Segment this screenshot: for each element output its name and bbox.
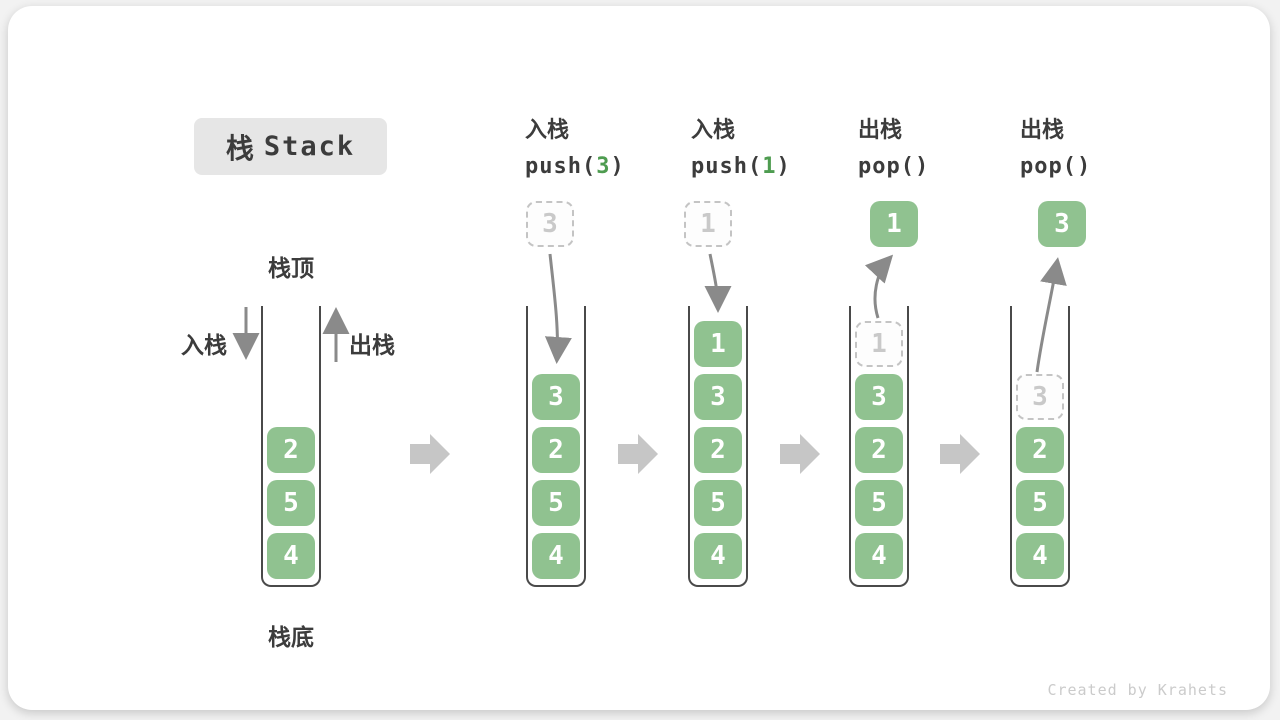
push-in-label: 入栈: [181, 333, 227, 359]
stack-cell: 2: [855, 427, 903, 473]
pop-result-box: 3: [1038, 201, 1086, 247]
stack-cell: 2: [267, 427, 315, 473]
stack-cell: 5: [1016, 480, 1064, 526]
stage-arrow-icon: [618, 434, 658, 474]
push1-arrow-icon: [704, 253, 732, 313]
stack-after-push1: 1 3 2 5 4: [688, 306, 748, 587]
stack-cell: 2: [694, 427, 742, 473]
stack-after-push3: 3 2 5 4: [526, 306, 586, 587]
op-name-cjk: 入栈: [691, 118, 736, 143]
stack-initial: 2 5 4: [261, 306, 321, 587]
stack-cell-ghost: 3: [1016, 374, 1064, 420]
stack-cell: 5: [532, 480, 580, 526]
op-code-pre: pop(: [1020, 154, 1077, 179]
stage-pop3-header: 出栈 pop(): [1020, 112, 1091, 179]
op-code: pop(): [1020, 154, 1091, 179]
diagram-card: 栈 Stack 栈顶 栈底 入栈 出栈 入栈 push(3) 入栈 push(1…: [8, 6, 1270, 710]
stage-push1-header: 入栈 push(1): [691, 112, 791, 179]
stack-cell: 3: [694, 374, 742, 420]
op-code: push(3): [525, 154, 625, 179]
op-code-pre: push(: [691, 154, 763, 179]
diagram-title: 栈 Stack: [194, 118, 387, 175]
stack-cell: 5: [267, 480, 315, 526]
op-code-pre: push(: [525, 154, 597, 179]
stack-cell: 1: [694, 321, 742, 367]
op-name-cjk: 入栈: [525, 118, 570, 143]
watermark: Created by Krahets: [1047, 681, 1228, 699]
stage-arrow-icon: [940, 434, 980, 474]
op-code-pre: pop(: [858, 154, 915, 179]
push-source-box: 1: [684, 201, 732, 247]
push-source-box: 3: [526, 201, 574, 247]
op-code-arg: 1: [762, 154, 777, 179]
stack-cell: 4: [267, 533, 315, 579]
op-code-post: ): [610, 154, 625, 179]
stack-cell: 2: [532, 427, 580, 473]
op-code: push(1): [691, 154, 791, 179]
op-name-cjk: 出栈: [858, 118, 903, 143]
op-code-arg: 3: [596, 154, 611, 179]
op-code: pop(): [858, 154, 929, 179]
op-code-post: ): [914, 154, 930, 179]
stack-cell: 5: [855, 480, 903, 526]
stack-after-pop3: 3 2 5 4: [1010, 306, 1070, 587]
stack-cell: 2: [1016, 427, 1064, 473]
stack-cell: 3: [532, 374, 580, 420]
stack-cell: 4: [532, 533, 580, 579]
pop-out-label: 出栈: [349, 333, 395, 359]
stack-bottom-label: 栈底: [268, 625, 314, 651]
stage-arrow-icon: [780, 434, 820, 474]
op-code-post: ): [1076, 154, 1092, 179]
op-name-cjk: 出栈: [1020, 118, 1065, 143]
op-code-post: ): [776, 154, 791, 179]
stack-after-pop1: 1 3 2 5 4: [849, 306, 909, 587]
stack-cell: 4: [855, 533, 903, 579]
diagram-title-cjk: 栈: [225, 131, 254, 165]
stack-cell: 3: [855, 374, 903, 420]
stack-cell: 4: [1016, 533, 1064, 579]
stack-cell-ghost: 1: [855, 321, 903, 367]
stack-top-label: 栈顶: [268, 256, 314, 282]
stack-cell: 5: [694, 480, 742, 526]
pop-result-box: 1: [870, 201, 918, 247]
stage-push3-header: 入栈 push(3): [525, 112, 625, 179]
stage-arrow-icon: [410, 434, 450, 474]
stack-cell: 4: [694, 533, 742, 579]
stage-pop1-header: 出栈 pop(): [858, 112, 929, 179]
diagram-title-latin: Stack: [263, 131, 356, 162]
